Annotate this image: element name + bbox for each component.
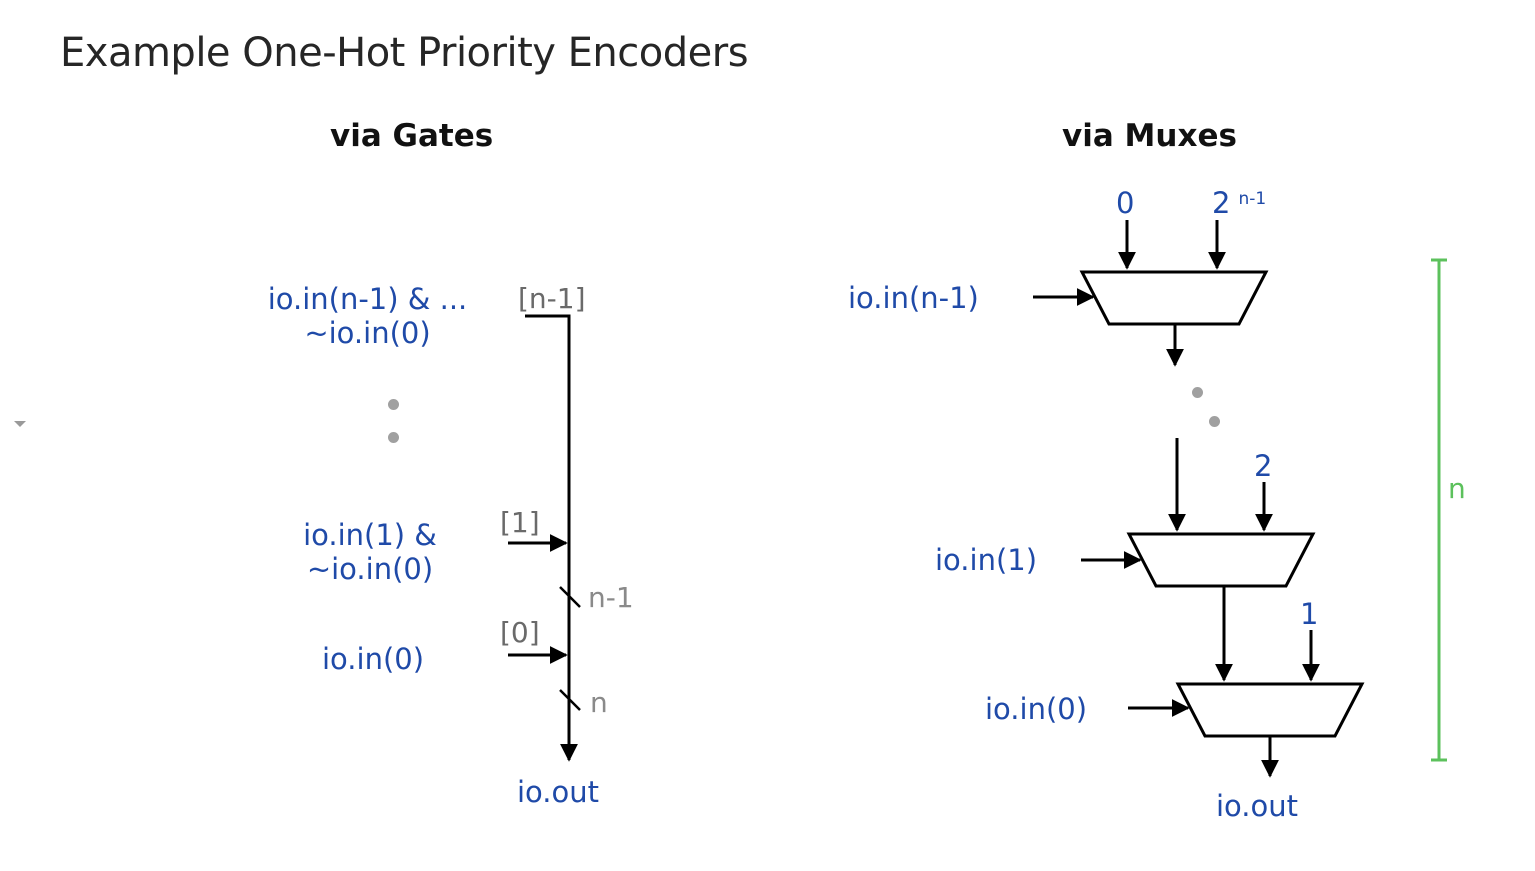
bit-index-1: [1] <box>500 506 540 539</box>
mux-top-select-label: io.in(n-1) <box>848 281 979 315</box>
page-title: Example One-Hot Priority Encoders <box>60 30 749 76</box>
gates-heading: via Gates <box>330 118 494 154</box>
mux-bot-shape <box>1175 682 1365 738</box>
bit-index-0: [0] <box>500 616 540 649</box>
width-tick-n-1 <box>559 586 581 608</box>
bit-index-n-1: [n-1] <box>518 282 586 315</box>
height-bracket <box>1431 258 1447 762</box>
gates-input-n-1-line2: ~io.in(0) <box>304 316 431 350</box>
gates-input-0: io.in(0) <box>322 642 425 676</box>
gates-input-1-line1: io.in(1) & <box>303 518 437 552</box>
gates-output: io.out <box>517 775 600 809</box>
ellipsis-dot <box>1209 416 1220 427</box>
mux-bot-const: 1 <box>1300 597 1319 631</box>
width-mark-n-1: n-1 <box>588 581 634 614</box>
mux-top-const-zero: 0 <box>1116 186 1135 220</box>
ellipsis-dot <box>1192 387 1203 398</box>
pow-exponent: n-1 <box>1238 189 1267 209</box>
width-mark-n: n <box>590 686 608 719</box>
width-tick-n <box>559 689 581 711</box>
muxes-output: io.out <box>1216 789 1299 823</box>
muxes-heading: via Muxes <box>1062 118 1237 154</box>
ellipsis-dot <box>388 432 399 443</box>
mux-bot-select-label: io.in(0) <box>985 692 1088 726</box>
pow-base: 2 <box>1212 186 1231 220</box>
mux-mid-select-label: io.in(1) <box>935 543 1038 577</box>
mux-chain-height-label: n <box>1448 472 1466 505</box>
gates-input-n-1: io.in(n-1) & ... ~io.in(0) <box>250 282 485 350</box>
ellipsis-dot <box>388 399 399 410</box>
gates-bus <box>525 314 578 762</box>
gates-input-n-1-line1: io.in(n-1) & ... <box>267 282 468 316</box>
mux-mid-shape <box>1126 532 1316 588</box>
mux-top-const-pow: 2 n-1 <box>1212 186 1266 220</box>
gates-input-1: io.in(1) & ~io.in(0) <box>270 518 470 586</box>
mux-mid-const: 2 <box>1254 449 1273 483</box>
gates-input-1-line2: ~io.in(0) <box>306 552 434 586</box>
mux-top-shape <box>1079 270 1269 326</box>
collapse-caret-icon[interactable] <box>14 421 26 427</box>
